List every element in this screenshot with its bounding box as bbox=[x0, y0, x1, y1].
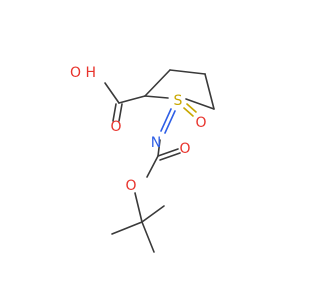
bond-carbamate-o-double-2 bbox=[159, 152, 181, 161]
bond-s-n-1 bbox=[160, 108, 172, 132]
bond-c3-c4 bbox=[169, 69, 206, 75]
bond-cooh-o-double-1 bbox=[112, 103, 117, 122]
bond-c2-s bbox=[144, 95, 169, 99]
atom-oh: O H bbox=[70, 65, 96, 81]
atom-carbonyl-o2: O bbox=[179, 141, 190, 157]
bond-s-n-2 bbox=[164, 110, 176, 134]
bond-c4-c5 bbox=[204, 73, 215, 110]
bond-tbu-me3 bbox=[141, 221, 155, 253]
atom-nitrogen: N bbox=[151, 135, 161, 151]
atom-ester-o: O bbox=[125, 178, 136, 194]
bond-s-o-2 bbox=[186, 103, 197, 113]
bond-carbamate-o-ester bbox=[146, 155, 159, 178]
atom-sulfur: S bbox=[174, 93, 183, 109]
bond-c2-c3 bbox=[144, 69, 171, 97]
bond-s-o-1 bbox=[183, 107, 194, 117]
bond-cooh-oh bbox=[104, 82, 120, 104]
bond-cooh-o-double-2 bbox=[118, 103, 123, 122]
bond-c5-s bbox=[185, 98, 215, 110]
bond-n-carbamate bbox=[157, 139, 161, 157]
bond-carbamate-o-double-1 bbox=[157, 148, 179, 157]
atom-sulfoxide-o: O bbox=[195, 115, 206, 131]
bond-tbu-me2 bbox=[141, 205, 165, 223]
molecule-structure: O H O S O N O O bbox=[70, 65, 215, 253]
atom-carbonyl-o1: O bbox=[110, 119, 121, 135]
bond-o-tbu bbox=[134, 192, 143, 223]
bond-c2-cooh bbox=[118, 95, 146, 104]
bond-tbu-me1 bbox=[111, 221, 143, 235]
